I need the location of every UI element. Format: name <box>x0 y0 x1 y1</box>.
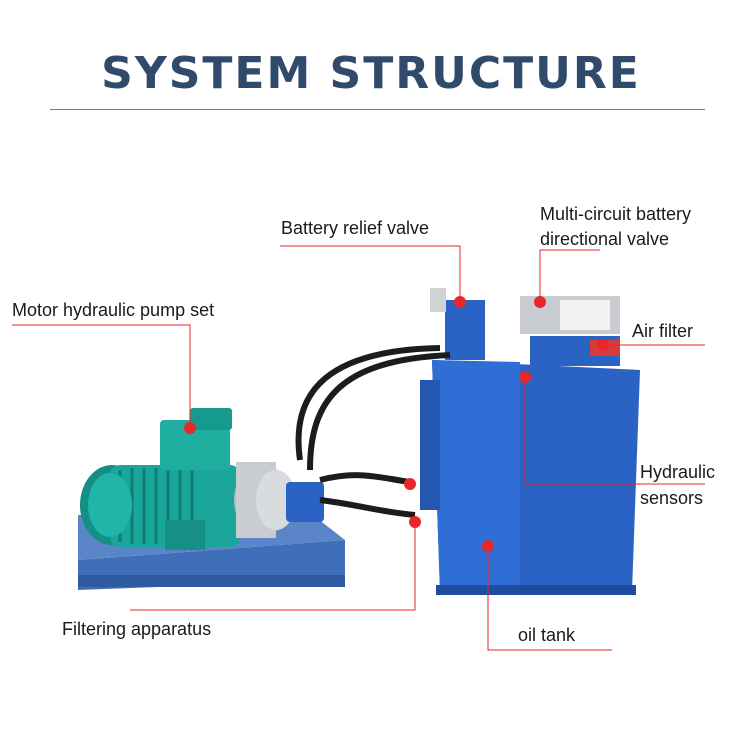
marker-sensor-left <box>404 478 416 490</box>
marker-oil-tank <box>482 540 494 552</box>
label-motor-pump-set: Motor hydraulic pump set <box>12 300 215 320</box>
label-multi-circuit-line2: directional valve <box>540 229 670 249</box>
callout-markers <box>184 296 609 552</box>
label-hydraulic-line1: Hydraulic <box>640 462 716 482</box>
label-oil-tank: oil tank <box>518 625 576 645</box>
marker-battery-relief-valve <box>454 296 466 308</box>
label-battery-relief-valve: Battery relief valve <box>281 218 430 238</box>
pump-coupling <box>234 462 324 538</box>
label-filtering-apparatus: Filtering apparatus <box>62 619 212 639</box>
hydraulic-hoses <box>295 345 451 518</box>
marker-multi-circuit-valve <box>534 296 546 308</box>
page-title: SYSTEM STRUCTURE <box>101 48 641 99</box>
marker-hydraulic-sensors <box>519 371 531 383</box>
label-hydraulic-line2: sensors <box>640 488 704 508</box>
title-divider <box>50 109 705 110</box>
electric-motor <box>80 408 240 550</box>
label-air-filter: Air filter <box>632 321 694 341</box>
marker-air-filter <box>597 339 609 351</box>
marker-motor-pump-set <box>184 422 196 434</box>
leader-lines <box>12 245 705 651</box>
label-multi-circuit-line1: Multi-circuit battery <box>540 204 692 224</box>
oil-tank-body <box>420 360 640 595</box>
marker-filtering-apparatus <box>409 516 421 528</box>
